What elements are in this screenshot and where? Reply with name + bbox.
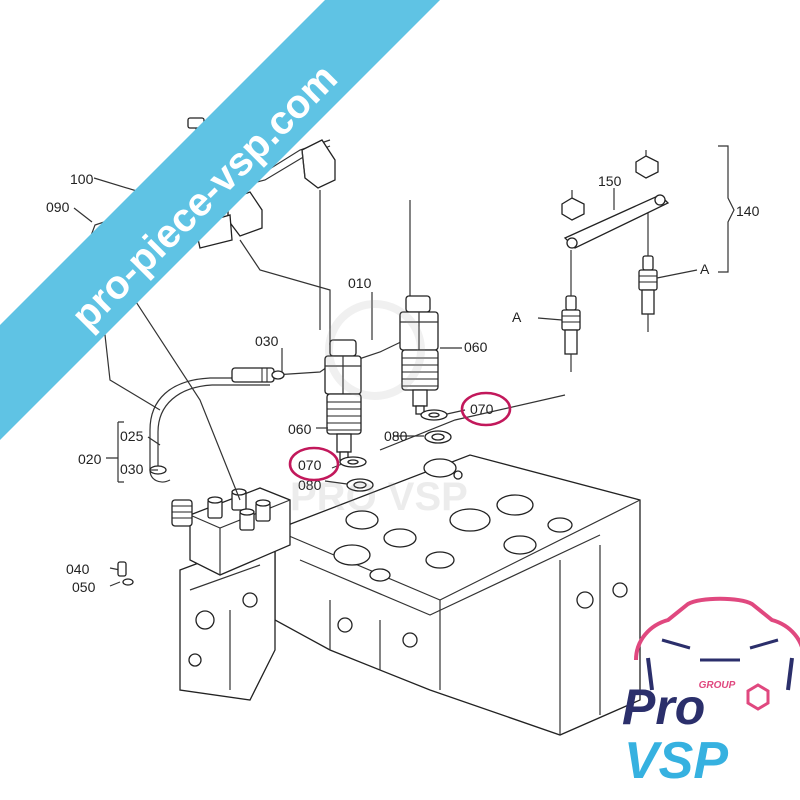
cylinder-head [274, 454, 641, 736]
label-030-top: 030 [255, 333, 279, 349]
label-040: 040 [66, 561, 90, 577]
guide-lines [99, 190, 566, 501]
leak-off-pipe [149, 339, 406, 483]
banner-url: pro-piece-vsp.com [63, 56, 346, 339]
glow-plug-right [638, 200, 658, 332]
highlight-070-left [288, 446, 340, 482]
center-watermark: PRO VSP [290, 300, 468, 519]
label-100: 100 [70, 171, 94, 187]
logo-pro-text: Pro [622, 679, 705, 735]
label-030-bottom: 030 [120, 461, 144, 477]
label-150: 150 [598, 173, 622, 189]
label-020: 020 [78, 451, 102, 467]
label-070-right: 070 [470, 401, 494, 417]
car-icon [634, 596, 800, 691]
bracket-140 [718, 145, 735, 273]
glow-plug-lead [561, 150, 670, 249]
label-025: 025 [120, 428, 144, 444]
logo-group-text: GROUP [699, 680, 736, 691]
washers [339, 409, 452, 492]
website-banner: pro-piece-vsp.com [0, 0, 440, 440]
small-parts [117, 561, 134, 586]
highlight-circles [288, 391, 512, 482]
label-090: 090 [46, 199, 70, 215]
label-050: 050 [72, 579, 96, 595]
label-070-left: 070 [298, 457, 322, 473]
label-A-left: A [512, 309, 522, 325]
pro-vsp-logo: GROUP Pro VSP [622, 596, 800, 790]
center-watermark-text: PRO VSP [290, 475, 468, 519]
label-010: 010 [348, 275, 372, 291]
highlight-070-right [460, 391, 512, 427]
injector-right [399, 295, 439, 415]
label-060-right: 060 [464, 339, 488, 355]
glow-plug-left [561, 250, 581, 372]
part-labels: 010 020 025 030 030 040 050 060 060 070 … [46, 171, 760, 595]
logo-vsp-text: VSP [624, 732, 728, 790]
injection-pump [171, 487, 291, 576]
hexagon-icon [746, 683, 770, 711]
label-080-right: 080 [384, 428, 408, 444]
label-140: 140 [736, 203, 760, 219]
injector-left [324, 339, 362, 461]
label-A-right: A [700, 261, 710, 277]
label-060-left: 060 [288, 421, 312, 437]
